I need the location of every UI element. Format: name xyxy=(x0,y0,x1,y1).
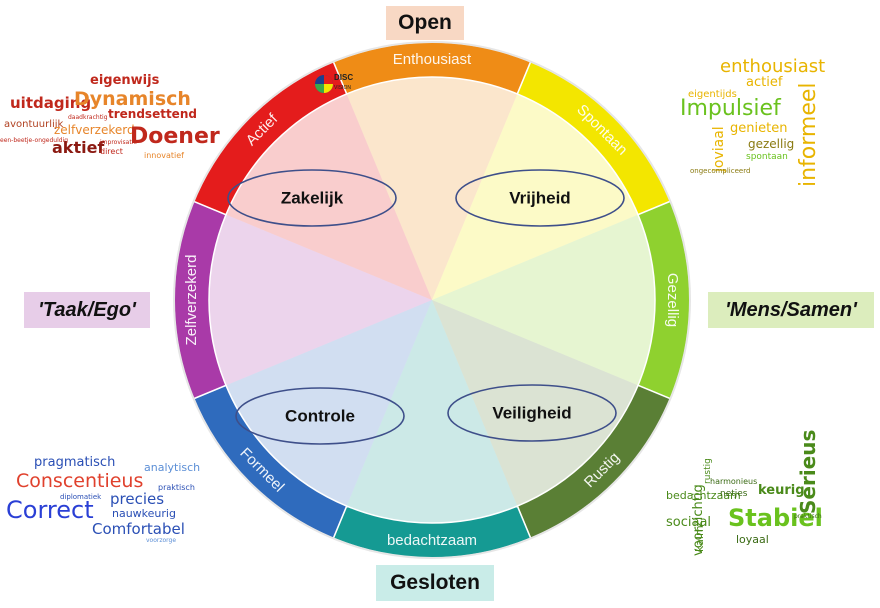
cloud-word: innovatief xyxy=(144,151,184,160)
cloud-word: kalm xyxy=(693,525,706,552)
wheel-sector xyxy=(432,300,639,507)
header-closed: Gesloten xyxy=(376,565,494,601)
wheel-sector xyxy=(432,214,655,386)
wheel-outline xyxy=(173,41,691,559)
wheel-sector xyxy=(225,93,432,301)
disc-vision-logo: DISC VISION xyxy=(315,73,353,93)
quadrant-oval xyxy=(447,384,617,442)
cloud-word: zelfverzekerd xyxy=(54,123,135,137)
cloud-word: precies xyxy=(110,490,165,508)
cloud-word: Serieus xyxy=(796,429,820,514)
cloud-word: enthousiast xyxy=(720,56,826,77)
logo-text: DISC xyxy=(334,73,353,82)
cloud-word: Correct xyxy=(6,496,94,524)
cloud-word: daadkrachtig xyxy=(68,114,108,121)
cloud-word: Stabiel xyxy=(728,504,823,532)
word-cloud-red: eigenwijs uitdaging Dynamisch trendsette… xyxy=(0,70,220,180)
cloud-word: gezellig xyxy=(748,137,795,151)
cloud-word: Comfortabel xyxy=(92,520,185,538)
quadrant-label: Controle xyxy=(285,407,355,426)
cloud-word: analytisch xyxy=(144,461,201,474)
cloud-word: avontuurlijk xyxy=(4,119,64,130)
cloud-word: eigentijds xyxy=(688,89,737,100)
quadrant-label: Veiligheid xyxy=(492,404,571,423)
cloud-word: pragmatisch xyxy=(34,455,116,470)
cloud-word: praktisch xyxy=(794,513,822,520)
cloud-word: Dynamisch xyxy=(74,88,191,110)
cloud-word: Conscentieus xyxy=(16,470,144,492)
word-cloud-yellow: enthousiast actief eigentijds Impulsief … xyxy=(676,52,876,192)
header-task-ego: 'Taak/Ego' xyxy=(24,292,150,328)
cloud-word: loyaal xyxy=(736,533,769,546)
cloud-word: eigenwijs xyxy=(90,73,160,88)
ring-label: bedachtzaam xyxy=(387,532,477,549)
wheel-ring xyxy=(173,41,691,559)
cloud-word: improvisatie xyxy=(100,139,138,146)
ring-label: Enthousiast xyxy=(393,51,472,68)
cloud-word: bedachtzaam xyxy=(666,489,741,502)
cloud-word: harmonieus xyxy=(710,477,758,486)
cloud-word: Doener xyxy=(130,124,220,149)
header-people-together: 'Mens/Samen' xyxy=(708,292,874,328)
cloud-word: informeel xyxy=(796,82,821,187)
wheel-sector xyxy=(225,300,432,507)
ring-label: Zelfverzekerd xyxy=(183,255,200,346)
quadrant-label: Zakelijk xyxy=(281,189,344,208)
wheel-sector xyxy=(209,214,432,386)
header-open: Open xyxy=(386,6,464,40)
cloud-word: Impulsief xyxy=(680,96,781,121)
cloud-word: direct xyxy=(100,147,123,156)
cloud-word: nauwkeurig xyxy=(112,507,176,520)
quadrant-oval xyxy=(455,169,625,227)
word-cloud-blue: pragmatisch analytisch Conscentieus prak… xyxy=(4,456,214,546)
quadrant-oval xyxy=(235,387,405,445)
cloud-word: trendsettend xyxy=(108,107,197,121)
ring-label: Gezellig xyxy=(664,273,681,327)
cloud-word: ongecompliceerd xyxy=(690,167,751,175)
cloud-word: joviaal xyxy=(711,126,727,172)
cloud-word: actief xyxy=(746,75,783,90)
quadrant-label: Vrijheid xyxy=(509,189,570,208)
cloud-word: een-beetje-ongeduldig xyxy=(0,137,69,144)
cloud-word: netjes xyxy=(720,489,748,499)
wheel-sector xyxy=(432,93,639,301)
cloud-word: genieten xyxy=(730,121,788,136)
cloud-word: diplomatiek xyxy=(60,493,102,501)
cloud-word: spontaan xyxy=(746,152,788,162)
cloud-word: voorzorge xyxy=(146,537,177,544)
wheel-sector xyxy=(346,300,518,523)
cloud-word: sociaal xyxy=(666,515,712,530)
wheel-sector xyxy=(346,77,518,300)
cloud-word: praktisch xyxy=(158,483,195,492)
cloud-word: uitdaging xyxy=(10,94,92,112)
wheel-sectors xyxy=(209,77,655,523)
cloud-word: aktief xyxy=(52,138,105,157)
quadrant-oval xyxy=(227,169,397,227)
cloud-word: keurig xyxy=(758,483,805,498)
word-cloud-green: rustig harmonieus bedachtzaam netjes keu… xyxy=(664,430,864,562)
logo-subtext: VISION xyxy=(334,85,351,91)
